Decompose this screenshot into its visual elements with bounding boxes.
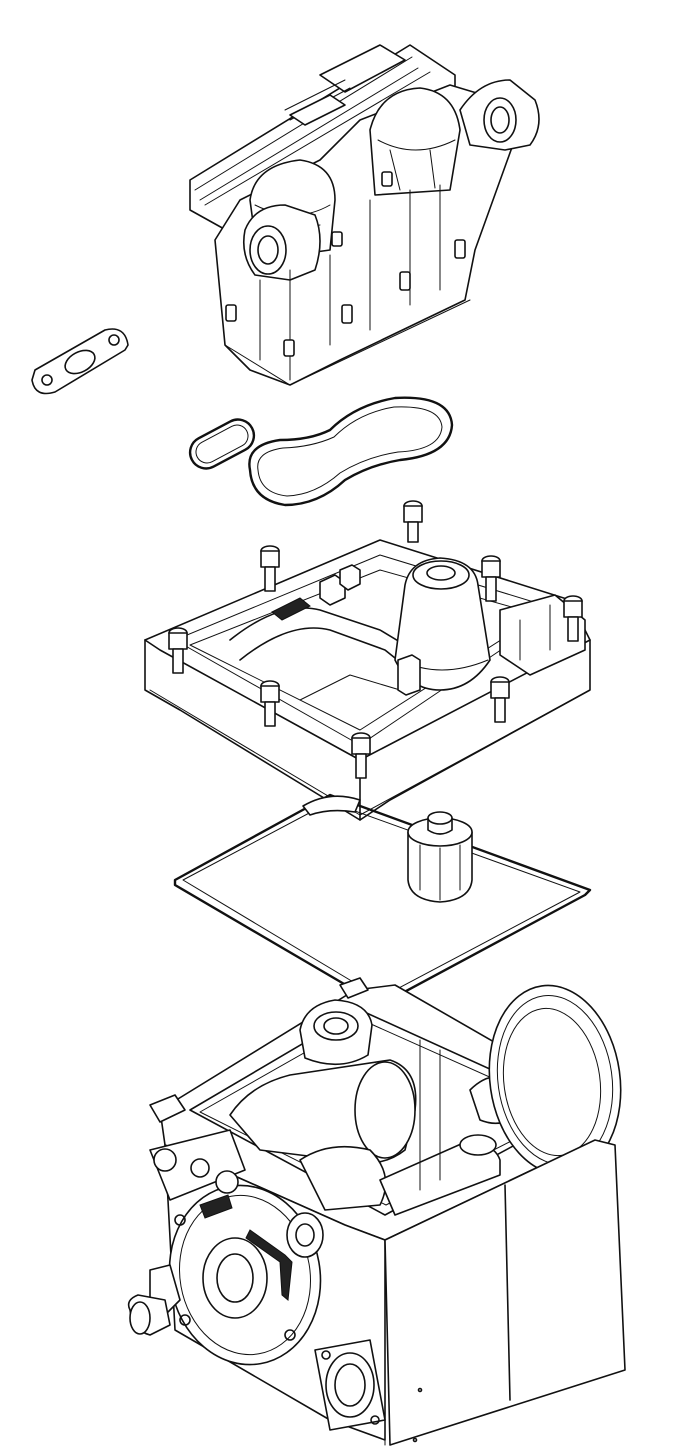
middle-cover-plate: [144, 500, 591, 821]
manifold-bolts: [225, 171, 466, 357]
square-gasket: [173, 793, 592, 1007]
small-oring-gasket: [188, 418, 256, 470]
bottom-housing: [127, 977, 626, 1446]
filter-cartridge: [407, 811, 473, 903]
peanut-gasket: [248, 396, 454, 507]
cover-cap-screws: [168, 500, 583, 779]
bottom-port: [314, 1339, 386, 1431]
front-flange-disk: [168, 1184, 322, 1366]
top-manifold: [189, 44, 540, 386]
small-flange-plate: [31, 328, 129, 395]
side-fitting: [127, 1264, 181, 1336]
